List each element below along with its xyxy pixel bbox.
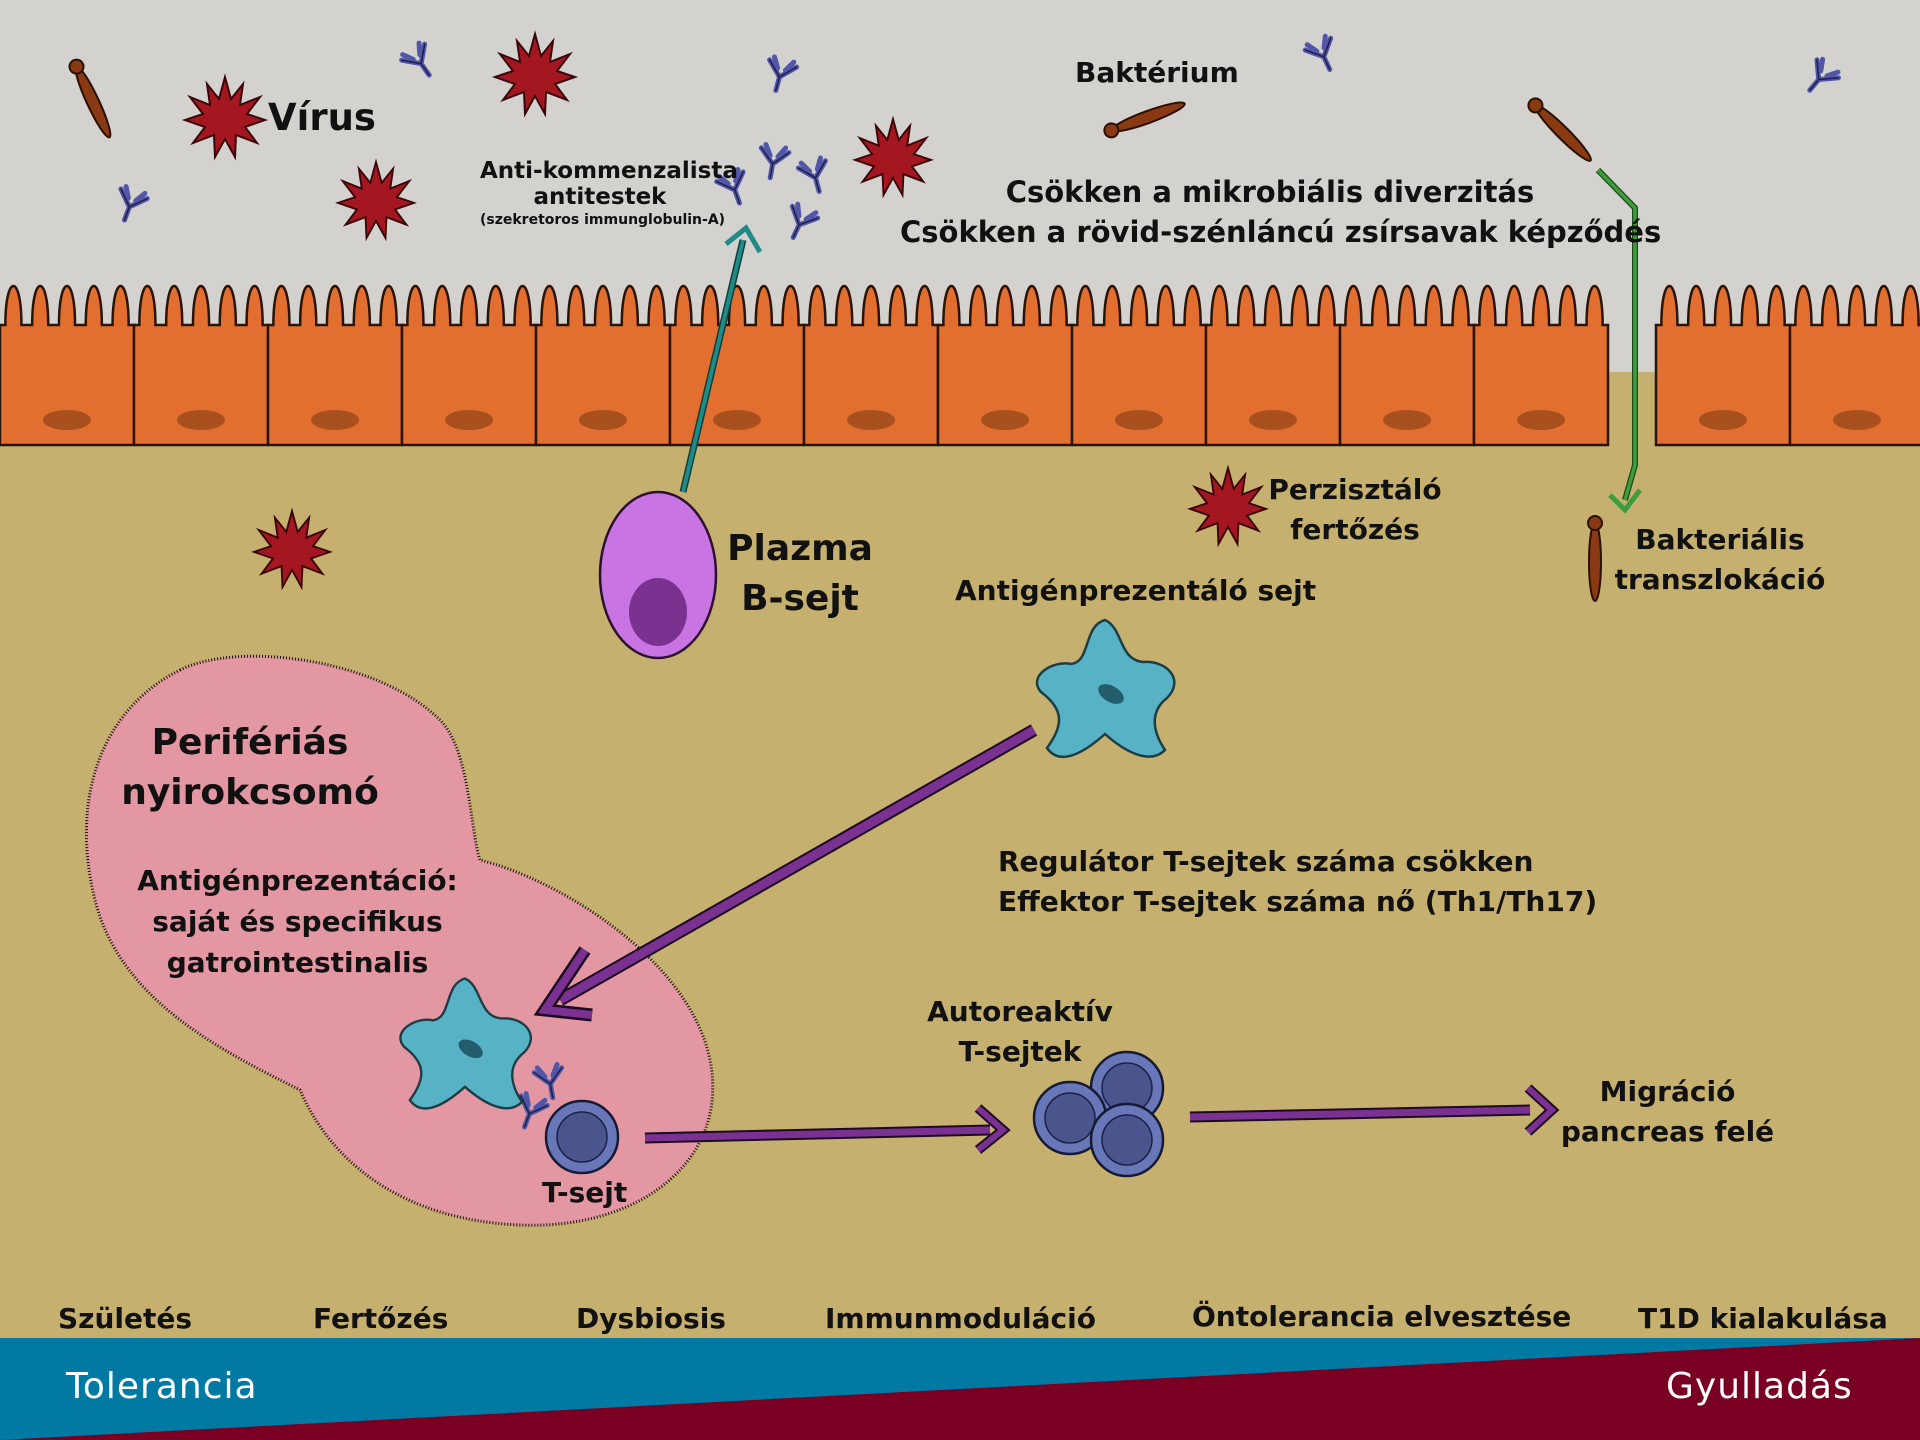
autoreactive-line1: Autoreaktív: [927, 995, 1113, 1028]
translocation-line2: transzlokáció: [1614, 563, 1826, 596]
epithelial-cell: [936, 285, 1074, 447]
plasma-b-cell-label: Plazma B-sejt: [710, 524, 890, 624]
bacterium-icon: [68, 58, 112, 139]
bacterial-translocation-label: Bakteriális transzlokáció: [1605, 520, 1835, 600]
timeline-stage-dysbiosis: Dysbiosis: [576, 1302, 726, 1335]
presentation-line2: saját és specifikus: [152, 905, 443, 938]
bacterium-label: Baktérium: [1075, 56, 1239, 89]
lymph-node-label: Perifériás nyirokcsomó: [110, 718, 390, 818]
epithelial-cell: [1472, 285, 1610, 447]
antibodies-label-line1: Anti-kommenzalista: [480, 158, 738, 184]
tolerance-label: Tolerancia: [66, 1366, 258, 1407]
diversity-line1: Csökken a mikrobiális diverzitás: [1005, 175, 1535, 209]
epithelial-nucleus: [43, 410, 91, 430]
plasma-cell-icon: [598, 490, 718, 660]
epithelial-nucleus: [981, 410, 1029, 430]
epithelial-nucleus: [579, 410, 627, 430]
timeline-stage-immunomodulation: Immunmoduláció: [825, 1302, 1096, 1335]
epithelial-cell: [668, 285, 806, 447]
epithelial-nucleus: [1249, 410, 1297, 430]
epithelial-cell: [0, 285, 136, 447]
lymph-node-icon: [84, 654, 715, 1227]
epithelial-cell: [534, 285, 672, 447]
t-cell-icon: [1089, 1102, 1165, 1178]
epithelial-cell: [266, 285, 404, 447]
band-red: [0, 1338, 1920, 1440]
timeline-stage-infection: Fertőzés: [313, 1302, 449, 1335]
bacterium-icon: [1587, 515, 1603, 602]
lymph-line2: nyirokcsomó: [121, 772, 379, 813]
plasma-line1: Plazma: [727, 528, 873, 569]
migration-line2: pancreas felé: [1560, 1115, 1775, 1148]
epithelial-cell: [400, 285, 538, 447]
secretion-arrow: [679, 224, 763, 493]
migration-arrow: [1189, 1084, 1560, 1136]
autoreactive-line2: T-sejtek: [958, 1035, 1082, 1068]
migration-line1: Migráció: [1599, 1075, 1736, 1108]
virus-label: Vírus: [268, 96, 376, 139]
timeline-stage-t1d-onset: T1D kialakulása: [1638, 1302, 1888, 1335]
epithelial-nucleus: [177, 410, 225, 430]
epithelial-cell: [1204, 285, 1342, 447]
epithelial-nucleus: [1517, 410, 1565, 430]
antibodies-note: (szekretoros immunglobulin-A): [480, 212, 726, 228]
plasma-line2: B-sejt: [741, 578, 859, 619]
translocation-line1: Bakteriális: [1635, 523, 1805, 556]
epithelial-cell: [1070, 285, 1208, 447]
epithelial-nucleus: [1699, 410, 1747, 430]
apc-label: Antigénprezentáló sejt: [955, 574, 1317, 607]
autoreactive-t-cells-label: Autoreaktív T-sejtek: [910, 992, 1130, 1072]
tregs-line2: Effektor T-sejtek száma nő (Th1/Th17): [998, 885, 1598, 918]
diversity-line2: Csökken a rövid-szénláncú zsírsavak képz…: [900, 215, 1662, 249]
antigen-presentation-label: Antigénprezentáció: saját és specifikus …: [130, 860, 465, 983]
epithelial-nucleus: [713, 410, 761, 430]
apc-to-lymph-arrow: [533, 724, 1038, 1022]
tcell-activation-arrow: [644, 1104, 1011, 1154]
epithelial-nucleus: [1115, 410, 1163, 430]
antibodies-label: Anti-kommenzalista antitestek (szekretor…: [480, 158, 738, 228]
epithelial-nucleus: [847, 410, 895, 430]
tregs-line1: Regulátor T-sejtek száma csökken: [998, 845, 1534, 878]
persistent-infection-label: Perzisztáló fertőzés: [1260, 470, 1450, 550]
lymph-line1: Perifériás: [151, 722, 349, 763]
t-cell-label: T-sejt: [542, 1176, 628, 1209]
microbial-diversity-label: Csökken a mikrobiális diverzitás Csökken…: [900, 172, 1662, 252]
epithelial-cell: [1654, 285, 1792, 447]
inflammation-label: Gyulladás: [1666, 1366, 1853, 1407]
persistent-line2: fertőzés: [1290, 513, 1420, 546]
presentation-line1: Antigénprezentáció:: [137, 864, 458, 897]
epithelial-cell: [1338, 285, 1476, 447]
translocation-arrow: [1595, 167, 1642, 514]
epithelial-nucleus: [311, 410, 359, 430]
presentation-line3: gatrointestinalis: [166, 946, 429, 979]
persistent-line1: Perzisztáló: [1268, 473, 1442, 506]
epithelial-cell: [802, 285, 940, 447]
migration-label: Migráció pancreas felé: [1555, 1072, 1780, 1152]
timeline-stage-tolerance-loss: Öntolerancia elvesztése: [1192, 1300, 1572, 1333]
antibodies-label-line2: antitestek: [533, 184, 667, 210]
epithelial-nucleus: [1833, 410, 1881, 430]
bacterium-icon: [1103, 101, 1186, 139]
t-cell-balance-label: Regulátor T-sejtek száma csökken Effekto…: [998, 842, 1597, 922]
epithelial-nucleus: [445, 410, 493, 430]
t-cell-icon: [544, 1099, 620, 1175]
epithelial-cell: [1788, 285, 1920, 447]
bacterium-icon: [1527, 97, 1592, 162]
epithelial-nucleus: [1383, 410, 1431, 430]
epithelial-cell: [132, 285, 270, 447]
timeline-stage-birth: Születés: [58, 1302, 193, 1335]
